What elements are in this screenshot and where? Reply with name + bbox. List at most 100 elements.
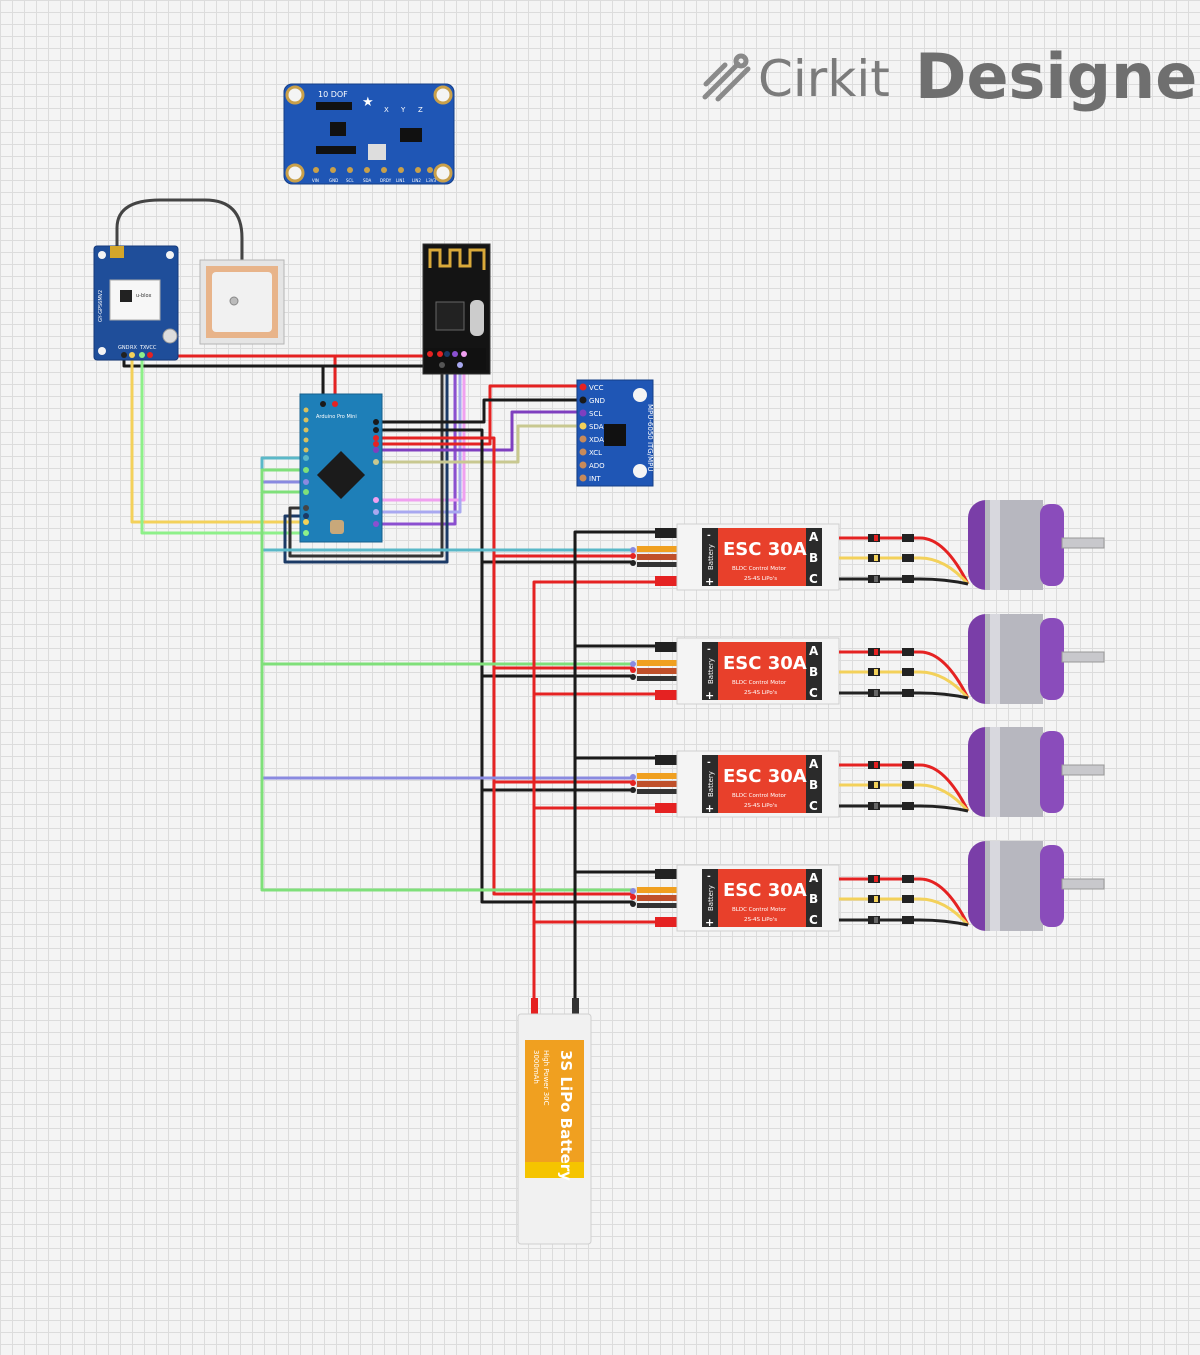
wire-mpu-vcc[interactable] — [374, 384, 584, 446]
bldc-motor-3[interactable] — [968, 727, 1105, 817]
esc-line1: BLDC Control Motor — [732, 793, 787, 799]
wire-battery-negative[interactable] — [573, 530, 662, 1006]
arduino-pro-mini[interactable]: Arduino Pro Mini — [299, 393, 383, 543]
wire-gps-tx[interactable] — [130, 350, 308, 524]
esc-bec-lead — [637, 554, 677, 560]
bullet-connector-tip — [874, 876, 878, 882]
esc-battery-neg-lead — [655, 755, 677, 765]
wire-mpu-sda[interactable] — [374, 424, 584, 464]
brand-name-bold: Designer — [915, 40, 1200, 113]
imu-title: 10 DOF — [318, 90, 348, 99]
gps-module[interactable]: u-blox GY-GPS6MV2 GND RX TX VCC — [93, 245, 179, 361]
wire-nrf-pink[interactable] — [374, 354, 466, 502]
mpu-pins — [579, 383, 587, 482]
esc-side-label: Battery — [707, 771, 715, 797]
imu-axis-z: Z — [418, 106, 423, 114]
motor-phase-wire-1[interactable] — [839, 650, 970, 699]
bldc-motor-2[interactable] — [968, 614, 1105, 704]
esc-minus-label: - — [707, 758, 711, 768]
battery-title: 3S LiPo Battery — [557, 1050, 575, 1181]
bldc-motor-1[interactable] — [968, 500, 1105, 590]
bldc-motor-4[interactable] — [968, 841, 1105, 931]
imu-axis-y: Y — [400, 106, 406, 114]
wire-nrf-purple[interactable] — [374, 354, 457, 526]
gps-antenna-cable[interactable] — [115, 198, 244, 268]
esc-battery-neg-lead — [655, 869, 677, 879]
motor-phase-wire-1[interactable] — [839, 877, 970, 926]
esc-unit-3[interactable]: ESC 30A BLDC Control Motor 2S-4S LiPo's Bat… — [630, 727, 1105, 818]
imu-pin-labels: VIN GND SCL SDA DRDY LIN1 LIN2 L3V3 — [312, 178, 437, 183]
arduino-right-pins — [373, 419, 379, 527]
wire-nrf-gray[interactable] — [288, 354, 444, 558]
wire-red-top-rail[interactable] — [146, 350, 432, 408]
esc-title: ESC 30A — [723, 880, 807, 901]
esc-phase-strip — [806, 869, 822, 927]
wire-battery-positive[interactable] — [532, 580, 662, 1006]
bullet-connector — [902, 554, 914, 562]
imu-pin-gnd: GND — [329, 178, 338, 183]
brand-logo: Cirkit Designer — [702, 40, 1200, 113]
motor-shaft — [1061, 651, 1105, 663]
motor-phase-wire-3[interactable] — [839, 577, 969, 586]
mpu-pin-gnd: GND — [589, 397, 605, 405]
motor-phase-wire-3[interactable] — [839, 804, 969, 813]
esc-phase-a: A — [809, 530, 819, 544]
motor-highlight — [990, 727, 1000, 817]
lipo-battery[interactable]: 3S LiPo Battery High Power 30C 3000mAh — [517, 998, 592, 1245]
nrf24-radio-module[interactable] — [422, 243, 491, 375]
motor-phase-wire-3[interactable] — [839, 691, 969, 700]
gps-patch-antenna[interactable] — [199, 259, 285, 345]
esc-gnd-pin — [630, 674, 636, 680]
esc-side-strip — [702, 869, 718, 927]
wire-nrf-navy[interactable] — [283, 354, 449, 564]
esc-battery-neg-lead — [655, 528, 677, 538]
esc-title: ESC 30A — [723, 766, 807, 787]
imu-pin-l3v3: L3V3 — [426, 178, 437, 183]
esc-phase-b: B — [809, 778, 818, 792]
imu-10dof-board[interactable]: 10 DOF X Y Z ★ VIN GND SCL SDA DRDY LIN1… — [283, 83, 455, 185]
esc-battery-pos-lead — [655, 917, 677, 927]
esc-plus-label: + — [705, 916, 714, 929]
wire-ground-bus[interactable] — [374, 428, 634, 904]
esc-minus-label: - — [707, 531, 711, 541]
esc-motor-group: ESC 30A BLDC Control Motor 2S-4S LiPo's Bat… — [630, 500, 1105, 932]
mpu-pin-xcl: XCL — [589, 449, 602, 457]
motor-phase-wire-1[interactable] — [839, 536, 970, 585]
wire-mpu-scl[interactable] — [374, 410, 584, 452]
wire-mpu-gnd[interactable] — [374, 398, 584, 424]
esc-line2: 2S-4S LiPo's — [744, 803, 777, 809]
motor-end-cap — [1040, 504, 1064, 586]
bullet-connector — [902, 761, 914, 769]
motor-phase-wire-1[interactable] — [839, 763, 970, 812]
esc-gnd-lead — [637, 562, 677, 567]
bullet-connector-tip — [874, 896, 878, 902]
motor-phase-wire-3[interactable] — [839, 918, 969, 927]
mpu-pin-ado: ADO — [589, 462, 605, 470]
bullet-connector — [902, 668, 914, 676]
bullet-connector — [902, 534, 914, 542]
bullet-connector-tip — [874, 803, 878, 809]
imu-axis-labels: X Y Z — [384, 106, 423, 114]
wire-esc4-signal[interactable] — [260, 468, 634, 892]
motor-phase-wire-2[interactable] — [839, 670, 970, 699]
wire-bec-red[interactable] — [374, 436, 634, 896]
mpu6050-module[interactable]: VCC GND SCL SDA XDA XCL ADO INT MPU-6050… — [576, 379, 654, 487]
wire-nrf-lavender[interactable] — [374, 354, 462, 514]
motor-phase-wire-2[interactable] — [839, 556, 970, 585]
esc-plus-label: + — [705, 575, 714, 588]
imu-pin-lin1: LIN1 — [396, 178, 405, 183]
gps-pin-labels: GND RX TX VCC — [118, 345, 157, 351]
esc-battery-pos-lead — [655, 690, 677, 700]
esc-bec-lead — [637, 668, 677, 674]
motor-phase-wire-2[interactable] — [839, 897, 970, 926]
esc-phase-b: B — [809, 892, 818, 906]
esc-signal-lead — [637, 887, 677, 893]
esc-bec-pin — [630, 553, 636, 559]
motor-phase-wire-2[interactable] — [839, 783, 970, 812]
wire-gps-rx[interactable] — [140, 350, 308, 535]
esc-bec-pin — [630, 894, 636, 900]
